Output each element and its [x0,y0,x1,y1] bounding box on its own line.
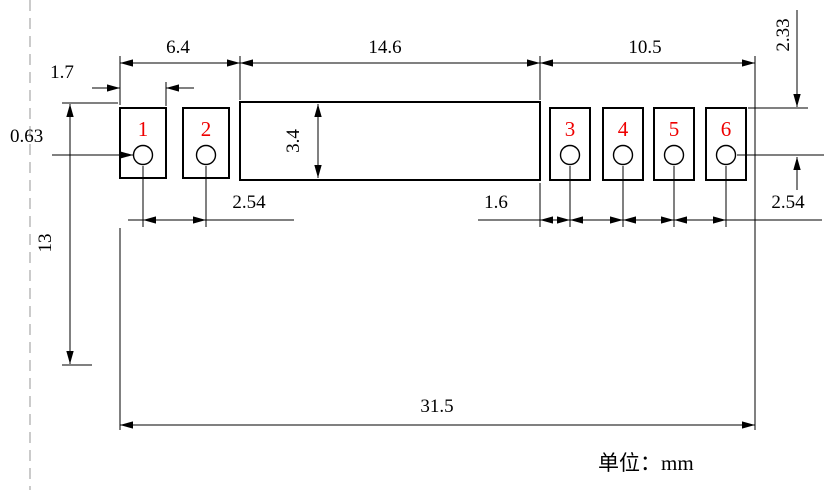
dim-label-left-section-width: 6.4 [166,37,190,58]
dim-label-hole-offset: 0.63 [10,126,43,147]
dim-label-right-section-width: 10.5 [628,37,661,58]
dim-middle-section-height: 3.4 [283,104,322,178]
pad-5-hole [663,144,685,166]
dim-label-top-to-hole-center: 2.33 [773,18,794,51]
unit-note: 单位：mm [598,451,694,475]
pad-6-number: 6 [721,117,732,141]
pad-1-number: 1 [138,117,149,141]
dim-overall-height: 13 [35,102,118,366]
pad-4-number: 4 [618,117,629,141]
dim-label-right-first-gap: 1.6 [484,192,508,213]
pad-4-hole [612,144,634,166]
pad-3-number: 3 [565,117,576,141]
component-outline [119,101,747,181]
dim-pad-width: 1.7 [50,62,194,106]
pad-6-hole [715,144,737,166]
dim-top-to-hole-center: 2.33 [737,10,824,190]
dim-overall-width: 31.5 [119,228,755,430]
pad-3-hole [559,144,581,166]
pad-2-number: 2 [201,117,212,141]
dim-label-left-pad-pitch: 2.54 [232,192,266,213]
pad-numbers: 1 2 3 4 5 6 [138,117,732,141]
dim-label-overall-width: 31.5 [420,396,453,417]
dim-label-overall-height: 13 [35,234,56,253]
dim-right-chain: 1.6 2.54 [478,166,822,227]
dim-right-section-width: 10.5 [540,37,756,430]
dim-label-middle-section-height: 3.4 [283,129,304,153]
pad-5-number: 5 [669,117,680,141]
body-middle-outline [239,101,541,181]
pad-2-hole [195,144,217,166]
dim-label-middle-section-width: 14.6 [368,37,401,58]
dim-label-pad-width: 1.7 [50,62,74,83]
dim-hole-offset: 0.63 [10,126,133,159]
dim-label-right-pad-pitch: 2.54 [771,192,805,213]
pad-1-hole [132,144,154,166]
dim-middle-section-width: 14.6 [240,37,541,100]
dim-left-pad-pitch: 2.54 [128,166,294,227]
dim-left-section-width: 6.4 [119,37,241,105]
